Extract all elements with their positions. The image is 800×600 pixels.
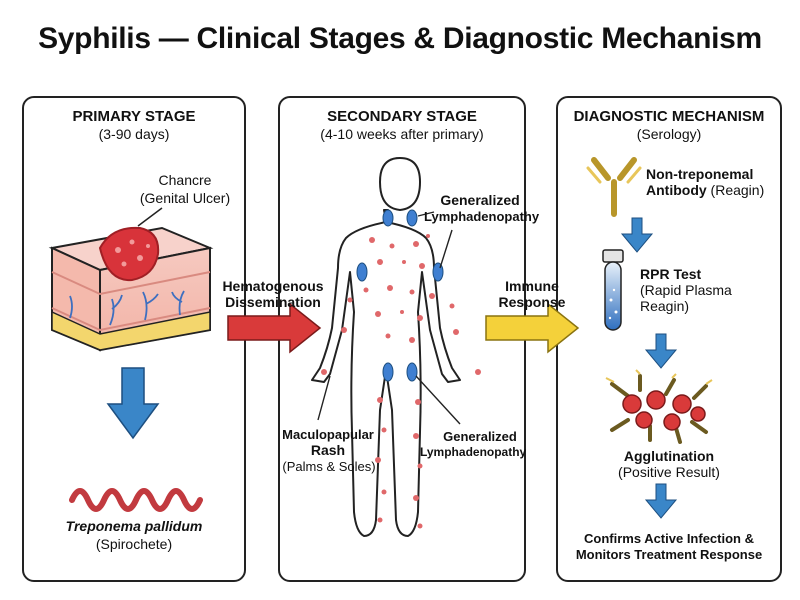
diag-arrow-1 [620, 217, 654, 253]
antibody-icon [586, 157, 642, 217]
agglutination-illustration [605, 369, 713, 444]
diagnostic-subheading: (Serology) [636, 126, 702, 142]
confirms-label-2: Monitors Treatment Response [575, 547, 763, 562]
antibody-label-3: (Reagin) [710, 182, 765, 198]
organism-label: Treponema pallidum [65, 518, 203, 534]
rpr-test-tube-icon [602, 249, 624, 331]
agglutination-sublabel: (Positive Result) [618, 464, 720, 480]
diagnostic-heading: DIAGNOSTIC MECHANISM [573, 108, 765, 125]
chancre-label: Chancre [158, 172, 212, 188]
rash-label-3: (Palms & Soles) [282, 459, 376, 474]
hematogenous-label-2: Dissemination [225, 294, 321, 310]
rash-label-1: Maculopapular [282, 427, 374, 442]
immune-label-2: Response [498, 294, 566, 310]
rpr-label-1: RPR Test [640, 266, 702, 282]
agglutination-label: Agglutination [623, 448, 715, 464]
lymph-top-label-2: Lymphadenopathy [424, 209, 540, 224]
rpr-label-3: Reagin) [640, 298, 690, 314]
secondary-leader-lines [317, 211, 461, 425]
rash-spots [321, 234, 481, 529]
primary-subheading: (3-90 days) [98, 126, 170, 142]
secondary-heading: SECONDARY STAGE [327, 108, 477, 125]
human-body-illustration [311, 157, 461, 537]
secondary-subheading: (4-10 weeks after primary) [320, 126, 484, 142]
lymph-bottom-label-1: Generalized [443, 429, 517, 444]
immune-label-1: Immune [505, 278, 559, 294]
primary-heading: PRIMARY STAGE [72, 108, 196, 125]
rpr-label-2: (Rapid Plasma [640, 282, 732, 298]
chancre-sublabel: (Genital Ulcer) [139, 190, 231, 206]
page-title: Syphilis — Clinical Stages & Diagnostic … [38, 22, 762, 55]
primary-down-arrow [106, 367, 160, 440]
rash-label-2: Rash [310, 442, 346, 458]
immune-response-arrow [485, 302, 580, 354]
spirochete-illustration [69, 488, 203, 512]
hematogenous-label-1: Hematogenous [222, 278, 324, 294]
lymph-bottom-label-2: Lymphadenopathy [420, 445, 527, 459]
diag-arrow-3 [644, 483, 678, 519]
diag-arrow-2 [644, 333, 678, 369]
antibody-label-2: Antibody [646, 182, 707, 198]
antibody-label-line2: Antibody (Reagin) [646, 182, 774, 199]
confirms-label-1: Confirms Active Infection & [584, 531, 754, 546]
organism-sublabel: (Spirochete) [95, 536, 173, 552]
hematogenous-arrow [227, 302, 322, 354]
skin-cross-section-illustration [48, 207, 214, 352]
lymph-top-label-1: Generalized [440, 192, 520, 208]
antibody-label-1: Non-treponemal [646, 166, 754, 182]
